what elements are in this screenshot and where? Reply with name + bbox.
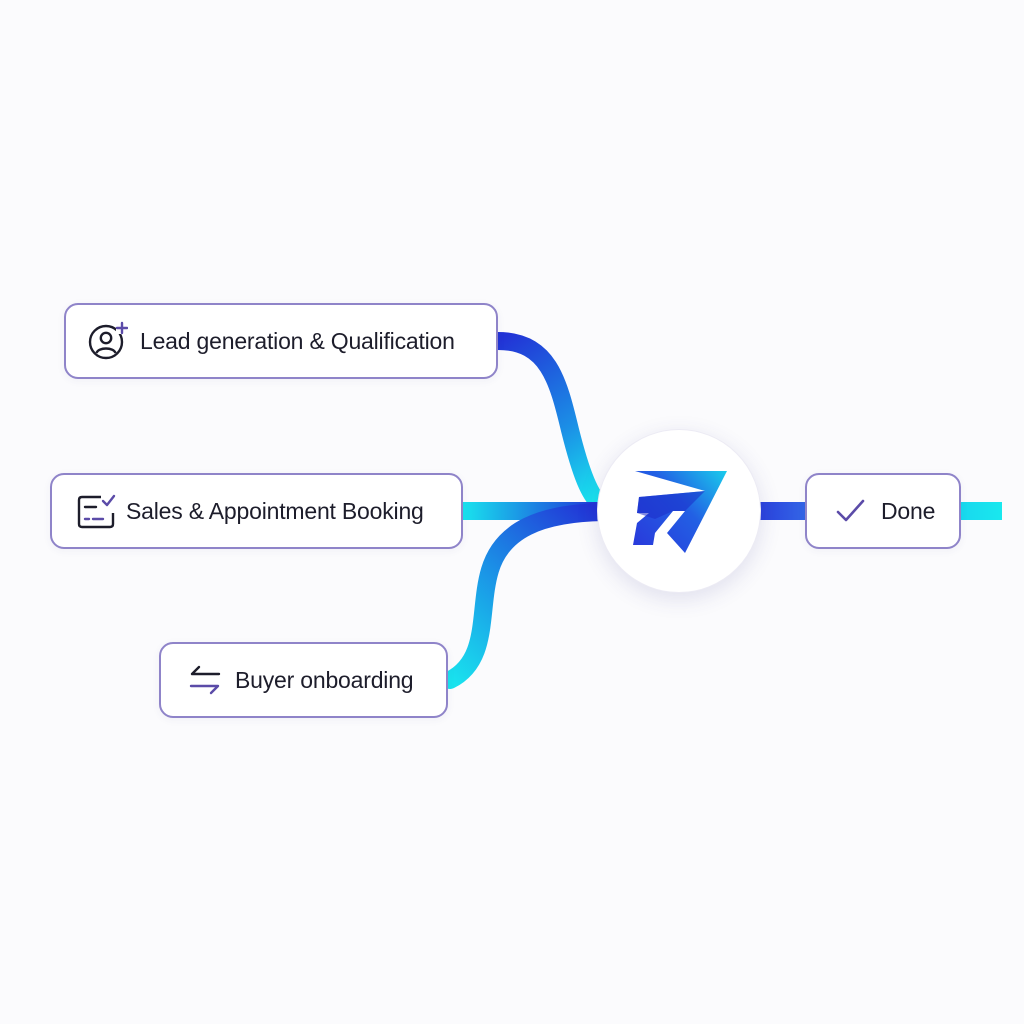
node-label: Buyer onboarding [235, 666, 414, 693]
node-label: Sales & Appointment Booking [126, 497, 424, 524]
node-done[interactable]: Done [805, 473, 961, 549]
check-icon [831, 491, 871, 531]
calendar-check-icon [76, 491, 116, 531]
brand-logo [633, 471, 727, 553]
hub-logo-node[interactable] [597, 429, 761, 593]
node-buyer-onboarding[interactable]: Buyer onboarding [159, 642, 448, 718]
node-sales-booking[interactable]: Sales & Appointment Booking [50, 473, 463, 549]
node-label: Done [881, 497, 936, 524]
transfer-arrows-icon [185, 660, 225, 700]
node-label: Lead generation & Qualification [140, 327, 455, 354]
user-add-icon [88, 321, 128, 361]
node-lead-generation[interactable]: Lead generation & Qualification [64, 303, 498, 379]
connector-buyer [441, 503, 613, 689]
connector-lead [489, 332, 613, 515]
